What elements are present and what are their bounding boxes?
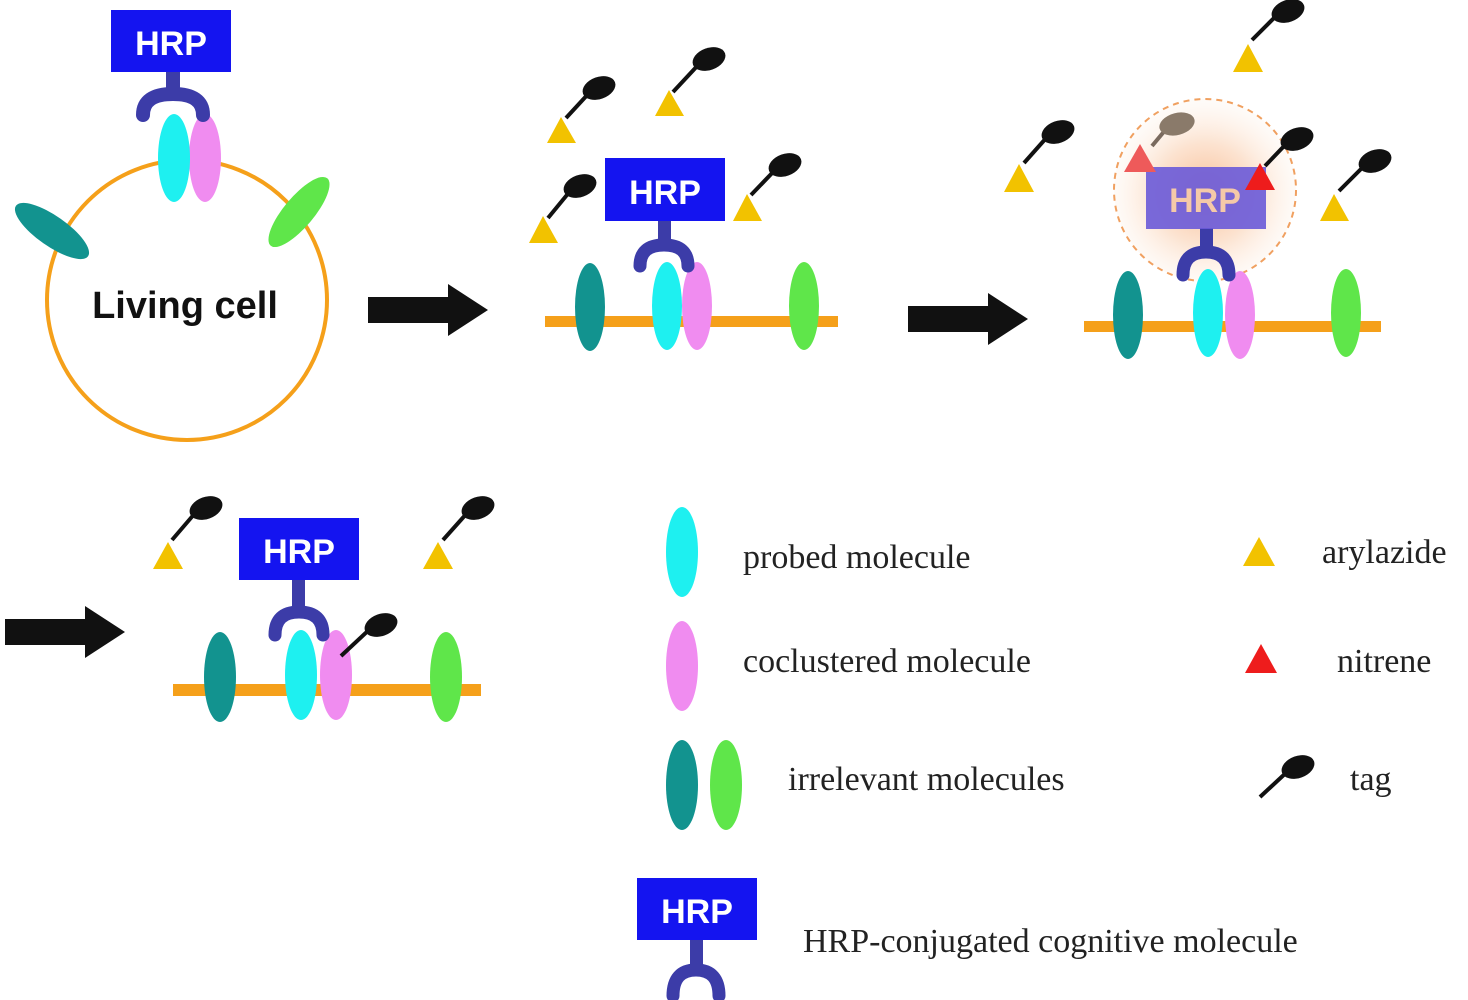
legend-nitrene-label: nitrene [1337, 643, 1431, 680]
coclustered-molecule [682, 262, 712, 350]
irrelevant-molecule-green [268, 176, 330, 248]
arylazide-tag-probe [529, 174, 597, 243]
hrp-box [1146, 167, 1266, 229]
probed-molecule [158, 114, 190, 202]
legend-probed-symbol [666, 507, 698, 597]
arylazide-tag-probe [1233, 0, 1305, 72]
hrp-label: HRP [135, 25, 207, 63]
arylazide-tag-probe [153, 496, 223, 569]
arylazide-tag-probe [655, 47, 726, 116]
legend-tag-label: tag [1350, 761, 1392, 798]
arylazide-tag-probe [733, 153, 802, 221]
legend: probed molecule coclustered molecule irr… [637, 507, 1447, 1000]
nitrene [1245, 163, 1275, 190]
irrelevant-molecule-green [1331, 269, 1361, 357]
legend-irrelevant-teal-symbol [666, 740, 698, 830]
legend-arylazide-symbol [1243, 537, 1275, 566]
antibody-stem [658, 221, 671, 247]
arylazide-tag-probe [1320, 149, 1392, 221]
legend-hrp-conjugate-label: HRP-conjugated cognitive molecule [803, 923, 1298, 960]
legend-nitrene-symbol [1245, 644, 1277, 673]
arrow-1 [368, 284, 488, 336]
antibody-stem [166, 72, 180, 96]
legend-hrp-box [637, 878, 757, 940]
legend-antibody [666, 963, 726, 1000]
arylazide-tag-probe [423, 496, 495, 569]
hrp-label: HRP [263, 533, 335, 571]
legend-hrp-label: HRP [661, 893, 733, 931]
panel-living-cell: Living cell HRP [14, 10, 330, 442]
legend-antibody-stem [690, 940, 703, 966]
irrelevant-molecule-green [789, 262, 819, 350]
probed-molecule [1193, 269, 1223, 357]
arylazide-tag-probe [1004, 120, 1075, 192]
probed-molecule [652, 262, 682, 350]
hrp-label: HRP [629, 174, 701, 212]
activated-probe [1245, 127, 1314, 190]
irrelevant-molecule-teal [575, 263, 605, 351]
irrelevant-molecule-teal [204, 632, 236, 722]
cell-label: Living cell [92, 285, 278, 327]
antibody [136, 86, 210, 122]
antibody-stem [1200, 228, 1213, 254]
legend-coclustered-symbol [666, 621, 698, 711]
nitrene [1124, 144, 1156, 172]
legend-arylazide-label: arylazide [1322, 534, 1447, 571]
probed-molecule [285, 630, 317, 720]
hrp-box [111, 10, 231, 72]
arylazide-tag-probe [547, 76, 616, 143]
hrp-box [239, 518, 359, 580]
hrp-label: HRP [1169, 182, 1241, 220]
hrp-box [605, 158, 725, 221]
legend-irrelevant-green-symbol [710, 740, 742, 830]
legend-coclustered-label: coclustered molecule [743, 643, 1031, 680]
irrelevant-molecule-teal [14, 202, 90, 260]
arrow-2 [908, 293, 1028, 345]
legend-irrelevant-label: irrelevant molecules [788, 761, 1065, 798]
activated-probe [1124, 112, 1195, 172]
coclustered-molecule [189, 114, 221, 202]
attached-tag [339, 613, 398, 658]
legend-probed-label: probed molecule [743, 539, 971, 576]
coclustered-molecule [320, 630, 352, 720]
irrelevant-molecule-teal [1113, 271, 1143, 359]
coclustered-molecule [1225, 271, 1255, 359]
irrelevant-molecule-green [430, 632, 462, 722]
panel-probe-addition: HRP [529, 47, 838, 351]
panel-photoactivation: HRP [1004, 0, 1392, 359]
arrow-3 [5, 606, 125, 658]
antibody-stem [292, 580, 305, 614]
legend-tag-symbol [1258, 755, 1315, 799]
antibody [633, 238, 695, 273]
panel-labeled-result: HRP [153, 496, 495, 722]
